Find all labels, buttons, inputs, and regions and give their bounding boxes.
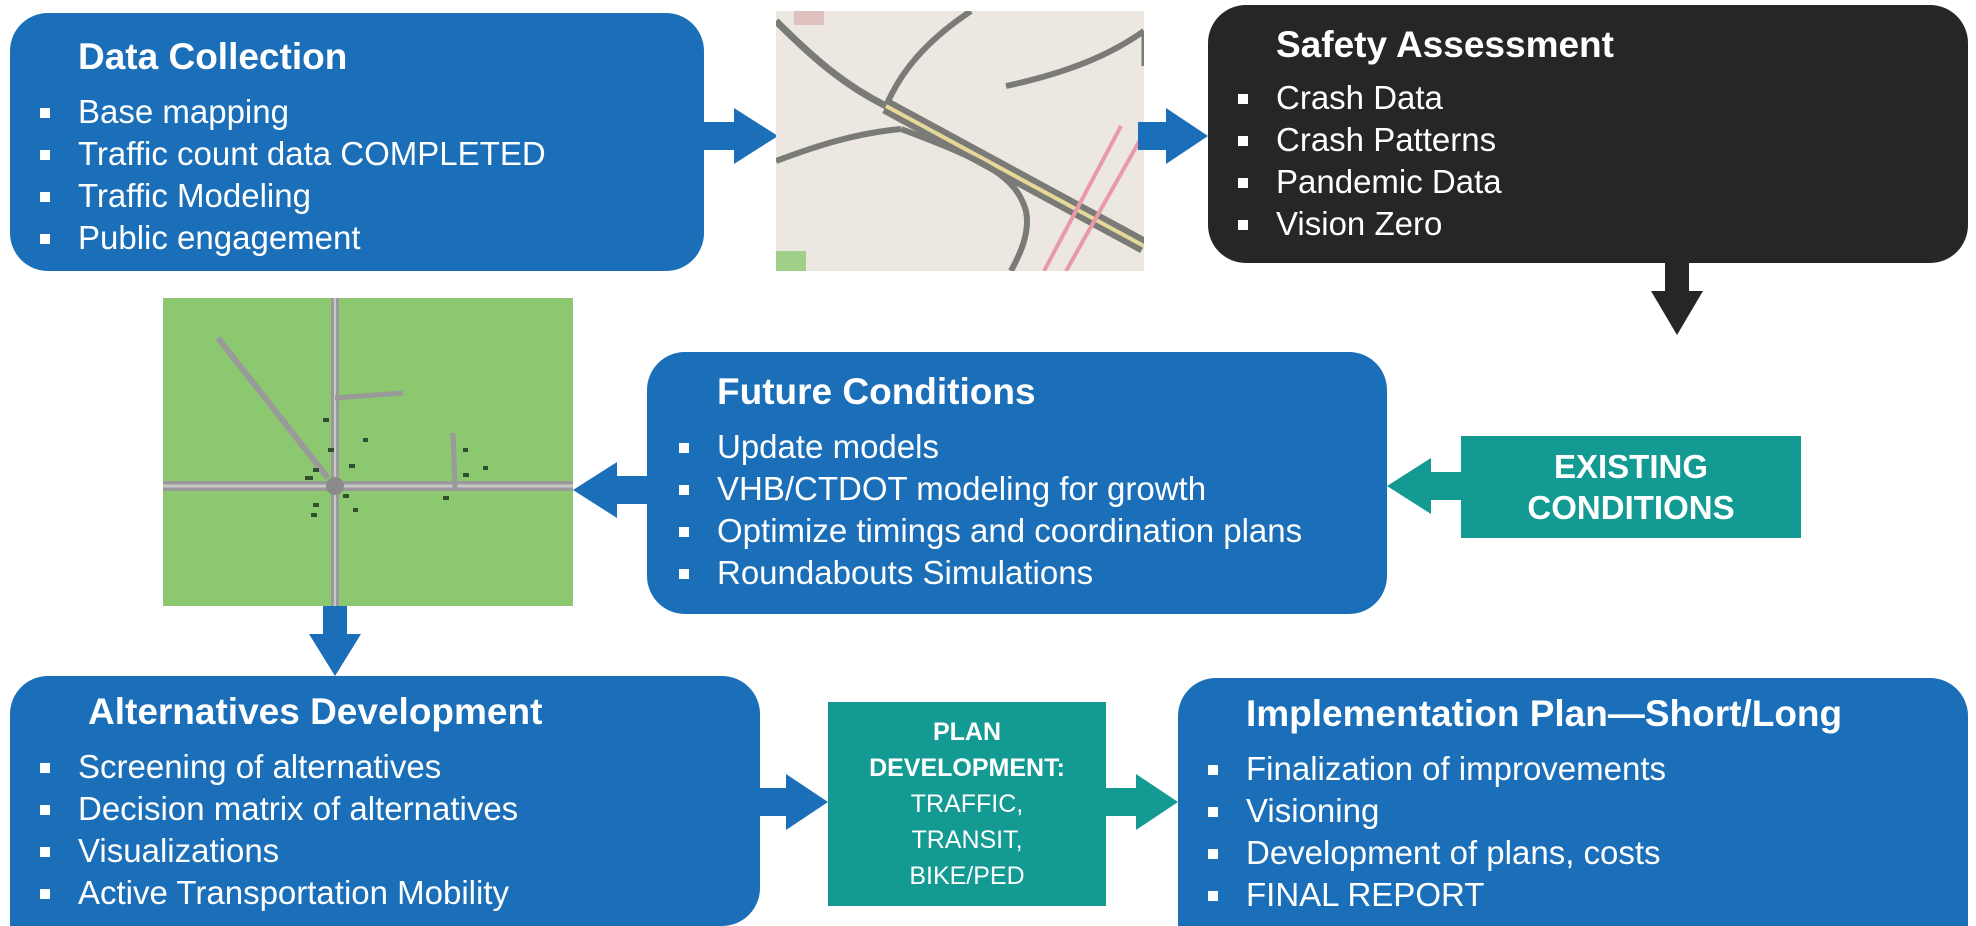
item-text: Finalization of improvements	[1246, 750, 1667, 787]
item-text: Visualizations	[78, 832, 280, 869]
list-item: Vision Zero	[1208, 203, 1968, 245]
item-text: Pandemic Data	[1276, 163, 1502, 200]
alternatives-development-title: Alternatives Development	[88, 691, 543, 732]
list-item: Finalization of improvements	[1178, 748, 1968, 790]
item-text: FINAL REPORT	[1246, 876, 1485, 913]
plan-development-line4: TRANSIT,	[911, 826, 1023, 854]
list-item: Roundabouts Simulations	[647, 552, 1387, 594]
existing-conditions-line2: CONDITIONS	[1527, 489, 1735, 526]
item-text: Traffic count data COMPLETED	[78, 135, 546, 172]
list-item: Base mapping	[10, 91, 704, 133]
arrow-down-icon	[1651, 263, 1703, 335]
arrow-left-icon	[1387, 458, 1461, 514]
list-item: Pandemic Data	[1208, 161, 1968, 203]
plan-development-box: PLAN DEVELOPMENT: TRAFFIC, TRANSIT, BIKE…	[828, 702, 1106, 906]
data-collection-title: Data Collection	[78, 36, 348, 77]
arrow-right-icon	[704, 108, 778, 164]
plan-development-line1: PLAN	[932, 718, 1002, 746]
future-conditions-box: Future Conditions Update models VHB/CTDO…	[647, 352, 1387, 614]
list-item: Screening of alternatives	[10, 746, 760, 788]
existing-conditions-box: EXISTING CONDITIONS	[1461, 436, 1801, 538]
safety-assessment-title: Safety Assessment	[1276, 24, 1614, 65]
item-text: Active Transportation Mobility	[78, 874, 510, 911]
list-item: Traffic count data COMPLETED	[10, 133, 704, 175]
list-item: Public engagement	[10, 217, 704, 259]
list-item: Traffic Modeling	[10, 175, 704, 217]
list-item: Visualizations	[10, 830, 760, 872]
item-text: Crash Data	[1276, 79, 1443, 116]
list-item: Update models	[647, 426, 1387, 468]
list-item: Active Transportation Mobility	[10, 872, 760, 914]
item-text: Crash Patterns	[1276, 121, 1497, 158]
road-map-image	[776, 11, 1144, 271]
plan-development-line2: DEVELOPMENT:	[869, 754, 1065, 782]
list-item: Visioning	[1178, 790, 1968, 832]
list-item: Crash Data	[1208, 77, 1968, 119]
item-text: Roundabouts Simulations	[717, 554, 1094, 591]
arrow-right-icon	[1138, 108, 1208, 164]
list-item: Decision matrix of alternatives	[10, 788, 760, 830]
item-text: Decision matrix of alternatives	[78, 790, 519, 827]
item-text: Traffic Modeling	[78, 177, 311, 214]
future-conditions-title: Future Conditions	[717, 371, 1036, 412]
list-item: Crash Patterns	[1208, 119, 1968, 161]
implementation-plan-title: Implementation Plan—Short/Long	[1246, 693, 1843, 734]
item-text: Visioning	[1246, 792, 1380, 829]
arrow-down-icon	[309, 606, 361, 676]
arrow-right-icon	[758, 774, 828, 830]
data-collection-box: Data Collection Base mapping Traffic cou…	[10, 13, 704, 271]
item-text: Public engagement	[78, 219, 361, 256]
plan-development-line5: BIKE/PED	[909, 862, 1025, 890]
item-text: Optimize timings and coordination plans	[717, 512, 1303, 549]
existing-conditions-line1: EXISTING	[1553, 448, 1709, 485]
implementation-plan-box: Implementation Plan—Short/Long Finalizat…	[1178, 678, 1968, 926]
intersection-map-image	[163, 298, 573, 606]
safety-assessment-box: Safety Assessment Crash Data Crash Patte…	[1208, 5, 1968, 263]
item-text: Vision Zero	[1276, 205, 1443, 242]
item-text: Base mapping	[78, 93, 289, 130]
alternatives-development-box: Alternatives Development Screening of al…	[10, 676, 760, 926]
item-text: VHB/CTDOT modeling for growth	[717, 470, 1207, 507]
list-item: FINAL REPORT	[1178, 874, 1968, 916]
list-item: VHB/CTDOT modeling for growth	[647, 468, 1387, 510]
item-text: Screening of alternatives	[78, 748, 442, 785]
item-text: Development of plans, costs	[1246, 834, 1661, 871]
plan-development-line3: TRAFFIC,	[910, 790, 1024, 818]
list-item: Optimize timings and coordination plans	[647, 510, 1387, 552]
list-item: Development of plans, costs	[1178, 832, 1968, 874]
arrow-right-icon	[1106, 774, 1178, 830]
item-text: Update models	[717, 428, 939, 465]
arrow-left-icon	[573, 462, 647, 518]
